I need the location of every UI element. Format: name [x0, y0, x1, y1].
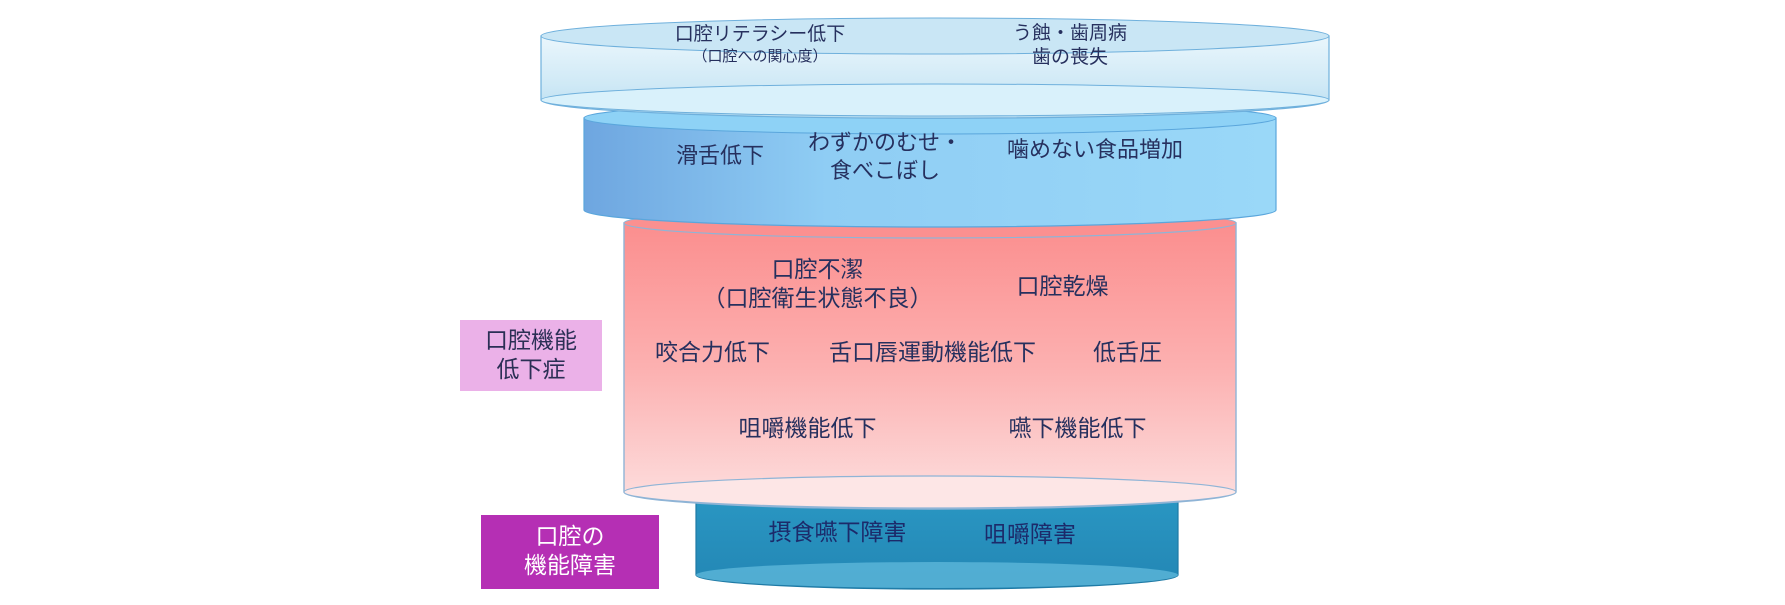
- oral-uncleanliness-label: 口腔不潔: [771, 257, 864, 283]
- caries-periodontal-label: う蝕・歯周病: [1012, 22, 1127, 44]
- tooth-loss-label: 歯の喪失: [1031, 46, 1108, 68]
- oral-hypofunction-line1: 口腔機能: [485, 327, 577, 354]
- oral-dysfunction-line1: 口腔の: [535, 524, 605, 551]
- dry-mouth-label: 口腔乾燥: [1016, 274, 1109, 300]
- occlusal-force-decline-label: 咬合力低下: [655, 340, 770, 366]
- oral-dysfunction-side-label: 口腔の 機能障害: [481, 515, 659, 589]
- oral-hypofunction-side-label: 口腔機能 低下症: [460, 320, 602, 391]
- literacy-interest-sublabel: （口腔への関心度）: [692, 47, 828, 65]
- spilling-food-label: 食べこぼし: [829, 159, 940, 184]
- oral-dysfunction-line2: 機能障害: [524, 553, 616, 579]
- low-tongue-pressure-label: 低舌圧: [1093, 340, 1162, 366]
- slight-choking-label: わずかのむせ・: [807, 131, 962, 156]
- oral-hypofunction-line2: 低下症: [496, 356, 566, 383]
- hard-to-chew-foods-label: 噛めない食品増加: [1006, 138, 1183, 163]
- literacy-decline-label: 口腔リテラシー低下: [674, 23, 846, 45]
- layer-literacy: [540, 17, 1330, 119]
- masticatory-disorder-label: 咀嚼障害: [984, 522, 1076, 548]
- tongue-lip-motor-decline-label: 舌口唇運動機能低下: [829, 340, 1036, 366]
- poor-oral-hygiene-label: （口腔衛生状態不良）: [702, 286, 933, 312]
- articulation-decline-label: 滑舌低下: [675, 144, 764, 169]
- swallowing-decline-label: 嚥下機能低下: [1008, 416, 1147, 442]
- masticatory-decline-label: 咀嚼機能低下: [738, 416, 877, 442]
- dysphagia-label: 摂食嚥下障害: [768, 520, 907, 546]
